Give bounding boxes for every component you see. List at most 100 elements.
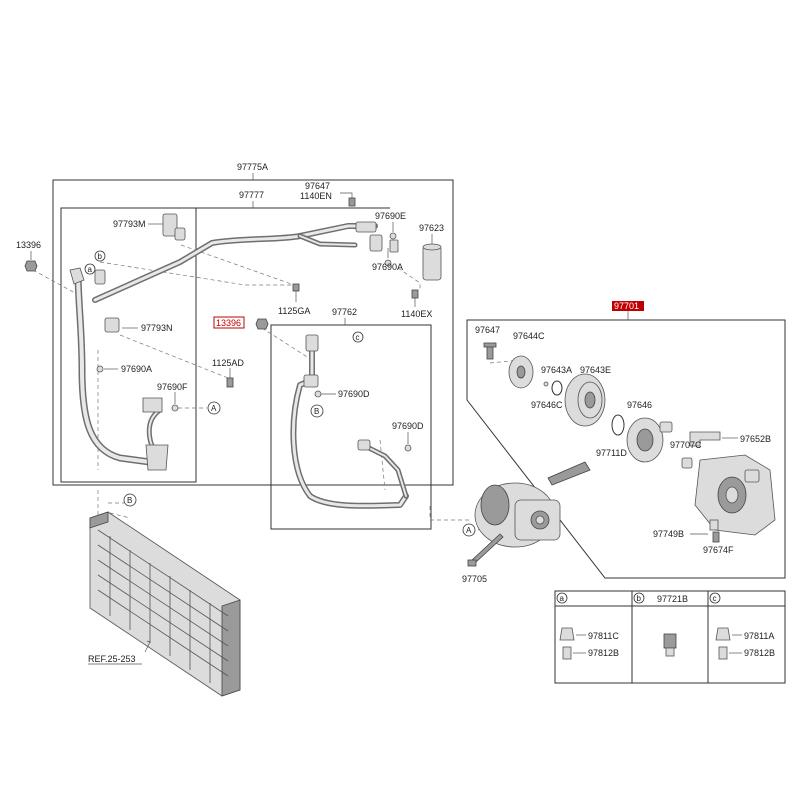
highlight-97701 <box>612 301 644 311</box>
label-1125AD: 1125AD <box>212 358 244 368</box>
label-97811A: 97811A <box>744 631 774 641</box>
label-97644C: 97644C <box>513 331 545 341</box>
fitting-97812B-c[interactable] <box>718 646 728 660</box>
label-97705: 97705 <box>462 574 487 584</box>
label-97812B-c: 97812B <box>744 648 775 658</box>
snap-ring-97643A[interactable] <box>551 380 563 396</box>
label-97690A-top: 97690A <box>372 262 403 272</box>
dash-13 <box>109 512 131 519</box>
hose-assembly-97777[interactable] <box>69 213 399 471</box>
compressor-main[interactable] <box>474 461 591 548</box>
callout-b-diagram-text: b <box>98 252 103 261</box>
bolt-1125GA[interactable] <box>292 283 300 292</box>
label-97690D-a: 97690D <box>338 389 370 399</box>
bolt-97647-top[interactable] <box>348 197 356 207</box>
callout-a-diagram-text: a <box>88 265 93 274</box>
oring-97690A-top[interactable] <box>384 259 392 267</box>
dash-8 <box>261 327 313 361</box>
oring-97690A-left[interactable] <box>96 365 104 373</box>
label-1140EN: 1140EN <box>300 191 332 201</box>
frame-97762 <box>270 324 432 530</box>
label-ref[interactable]: REF.25-253 <box>88 654 136 664</box>
ref-arrow <box>144 640 151 653</box>
label-97811C: 97811C <box>588 631 619 641</box>
label-13396-left: 13396 <box>16 240 41 250</box>
callout-b-inset-text: b <box>637 594 642 603</box>
callout-B-hose[interactable]: B <box>310 404 324 418</box>
callout-A-compressor-text: A <box>466 526 472 535</box>
highlight-13396 <box>213 316 245 329</box>
bracket-97652B[interactable] <box>689 431 721 447</box>
label-97646C: 97646C <box>531 400 563 410</box>
callout-A-hose[interactable]: A <box>207 401 221 415</box>
callout-B-condenser-text: B <box>127 496 132 505</box>
relief-valve-97749B[interactable] <box>709 519 719 531</box>
callout-a-diagram[interactable]: a <box>84 263 96 275</box>
label-1125GA: 1125GA <box>278 306 310 316</box>
callout-A-hose-text: A <box>211 404 217 413</box>
label-97721B: 97721B <box>657 594 688 604</box>
callout-A-compressor[interactable]: A <box>462 523 476 537</box>
label-97690D-b: 97690D <box>392 421 424 431</box>
frame-inset-table <box>554 590 786 684</box>
dash-1 <box>32 269 76 294</box>
label-97711D: 97711D <box>596 448 627 458</box>
pressure-plate-97644C[interactable] <box>508 355 534 389</box>
callout-b-diagram[interactable]: b <box>94 250 106 262</box>
nut-13396-left[interactable] <box>24 260 38 272</box>
label-13396-mid: 13396 <box>216 318 241 328</box>
label-97690A-left: 97690A <box>121 364 152 374</box>
label-97623: 97623 <box>419 223 444 233</box>
nut-13396-mid[interactable] <box>255 318 269 330</box>
label-97775A: 97775A <box>237 162 268 172</box>
oring-97690F[interactable] <box>171 404 179 412</box>
callout-c-diagram-text: c <box>356 333 360 342</box>
frame-97777 <box>60 207 197 483</box>
shim-97646C[interactable] <box>543 381 549 387</box>
bolt-1125AD[interactable] <box>226 377 234 388</box>
fitting-97811C[interactable] <box>559 627 575 641</box>
callout-B-condenser[interactable]: B <box>123 493 137 507</box>
label-97647-top: 97647 <box>305 181 330 191</box>
switch-97721B[interactable] <box>663 633 677 657</box>
label-97812B-a: 97812B <box>588 648 619 658</box>
label-97674F: 97674F <box>703 545 734 555</box>
label-97793N: 97793N <box>141 323 173 333</box>
pulley-97643E[interactable] <box>564 373 606 427</box>
field-coil-97646[interactable] <box>626 417 673 463</box>
compressor-body[interactable] <box>694 454 776 536</box>
bolt-97705[interactable] <box>467 533 504 567</box>
label-97701: 97701 <box>614 301 639 311</box>
sensor-97674F[interactable] <box>712 531 720 543</box>
label-97777: 97777 <box>239 190 264 200</box>
snap-ring-97711D[interactable] <box>611 414 625 436</box>
callout-B-hose-text: B <box>314 407 319 416</box>
condenser[interactable] <box>89 511 241 697</box>
label-97749B: 97749B <box>653 529 684 539</box>
dash-10 <box>429 506 470 521</box>
callout-c-diagram[interactable]: c <box>352 331 364 343</box>
label-97643A: 97643A <box>541 365 572 375</box>
label-97762: 97762 <box>332 307 357 317</box>
callout-a-inset-text: a <box>560 594 565 603</box>
callout-b-inset: b <box>633 592 645 604</box>
bolt-97647-right[interactable] <box>483 342 497 360</box>
label-97647-right: 97647 <box>475 325 500 335</box>
dash-7 <box>397 267 421 290</box>
bolt-1140EX[interactable] <box>411 289 419 299</box>
label-97690E: 97690E <box>375 211 406 221</box>
label-97652B: 97652B <box>740 434 771 444</box>
valve-97707C[interactable] <box>681 457 693 469</box>
receiver-drier-97623[interactable] <box>422 243 442 281</box>
label-97793M: 97793M <box>113 219 146 229</box>
fitting-97811A[interactable] <box>715 627 731 641</box>
hose-assembly-97762[interactable] <box>290 334 412 509</box>
leader-97647-top <box>340 192 353 199</box>
label-1140EX: 1140EX <box>401 309 432 319</box>
callout-c-inset-text: c <box>713 594 717 603</box>
label-97643E: 97643E <box>580 365 611 375</box>
dash-15 <box>489 359 521 364</box>
fitting-97812B-a[interactable] <box>562 646 572 660</box>
oring-97690E[interactable] <box>389 232 397 240</box>
